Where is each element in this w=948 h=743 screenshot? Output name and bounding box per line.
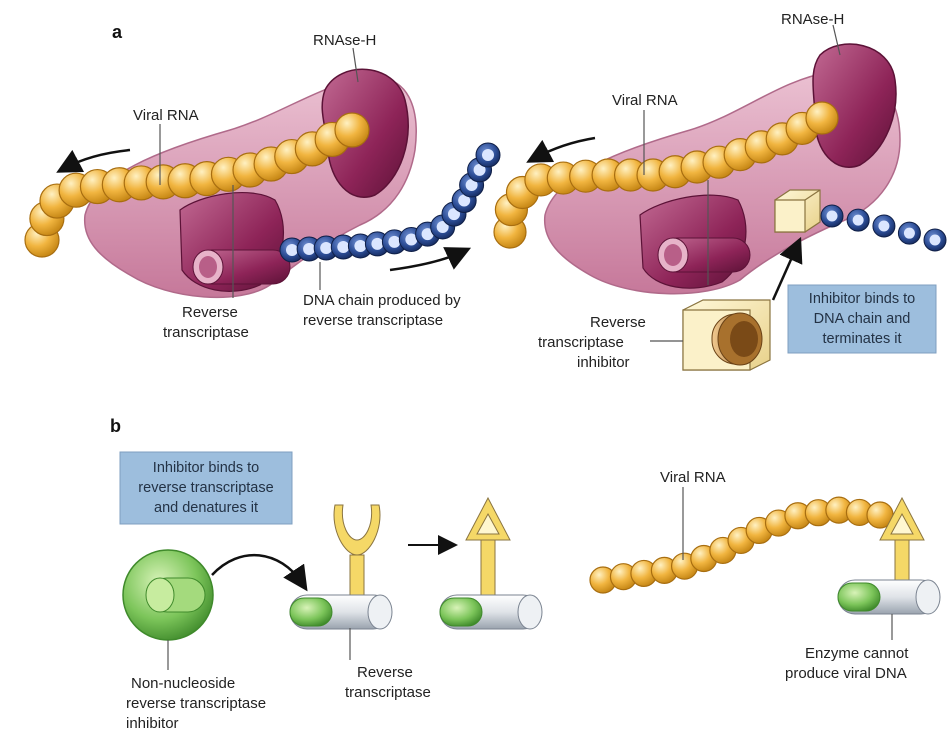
enzyme-blocked-label-line2: produce viral DNA	[785, 665, 907, 682]
rti-label-line3: inhibitor	[577, 354, 630, 371]
dna-bead-hole	[354, 240, 366, 252]
rt-enzyme-active	[290, 505, 392, 629]
viral-rna-bead	[806, 102, 838, 134]
left-viral-rna-label: Viral RNA	[133, 107, 199, 124]
rti-label-line2: transcriptase	[538, 334, 624, 351]
left-rt-cylinder	[193, 250, 290, 284]
right-rt-cylinder	[658, 238, 750, 272]
panel-a-letter: a	[112, 22, 123, 42]
nucleoside-rt-inhibitor	[683, 300, 770, 370]
dna-bead-hole	[286, 244, 298, 256]
nnrti-label-line1: Non-nucleoside	[131, 675, 235, 692]
left-dna-direction-arrow	[390, 252, 462, 270]
right-viral-rna-label: Viral RNA	[612, 92, 678, 109]
dna-termination-box-line1: Inhibitor binds to	[809, 291, 915, 307]
rt-denature-box-line1: Inhibitor binds to	[153, 460, 259, 476]
dna-bead-hole	[388, 236, 400, 248]
dna-bead-hole	[904, 228, 915, 239]
left-rt-label-line1: Reverse	[182, 304, 238, 321]
dna-bead-hole	[827, 211, 838, 222]
left-rnase-h-label: RNAse-H	[313, 32, 376, 49]
dna-bead-hole	[320, 242, 332, 254]
dna-termination-info-box: Inhibitor binds to DNA chain and termina…	[788, 285, 936, 353]
dna-bead-hole	[482, 149, 494, 161]
rt-enzyme-denatured	[440, 498, 542, 629]
viral-rna-bead	[335, 113, 369, 147]
rt-b-label-line2: transcriptase	[345, 684, 431, 701]
nnrti-label-line3: inhibitor	[126, 715, 179, 732]
dna-bead-hole	[930, 235, 941, 246]
b-viral-rna-label: Viral RNA	[660, 469, 726, 486]
left-dna-label-line1: DNA chain produced by	[303, 292, 461, 309]
nnrti-binding-arrow	[212, 555, 302, 583]
terminating-inhibitor-block	[775, 190, 820, 232]
right-rnase-h-label: RNAse-H	[781, 11, 844, 28]
dna-termination-box-line3: terminates it	[823, 331, 902, 347]
dna-termination-box-line2: DNA chain and	[814, 311, 911, 327]
dna-bead-hole	[878, 220, 889, 231]
nnrti-molecule	[123, 550, 213, 640]
dna-bead-hole	[337, 241, 349, 253]
left-rna-direction-arrow	[65, 150, 130, 168]
rt-denature-box-line3: and denatures it	[154, 500, 258, 516]
left-rt-label-line2: transcriptase	[163, 324, 249, 341]
dna-bead-hole	[303, 243, 315, 255]
panel-b-viral-rna-strand	[590, 497, 893, 593]
left-dna-label-line2: reverse transcriptase	[303, 312, 443, 329]
right-rna-direction-arrow	[535, 138, 595, 158]
rt-denature-info-box: Inhibitor binds to reverse transcriptase…	[120, 452, 292, 524]
rt-denature-box-line2: reverse transcriptase	[138, 480, 273, 496]
right-dna-chain	[821, 205, 946, 251]
enzyme-blocked-label-line1: Enzyme cannot	[805, 645, 909, 662]
rti-label-line1: Reverse	[590, 314, 646, 331]
nnrti-label-line2: reverse transcriptase	[126, 695, 266, 712]
dna-bead-hole	[853, 215, 864, 226]
panel-b-letter: b	[110, 416, 121, 436]
rt-b-label-line1: Reverse	[357, 664, 413, 681]
dna-bead-hole	[371, 238, 383, 250]
